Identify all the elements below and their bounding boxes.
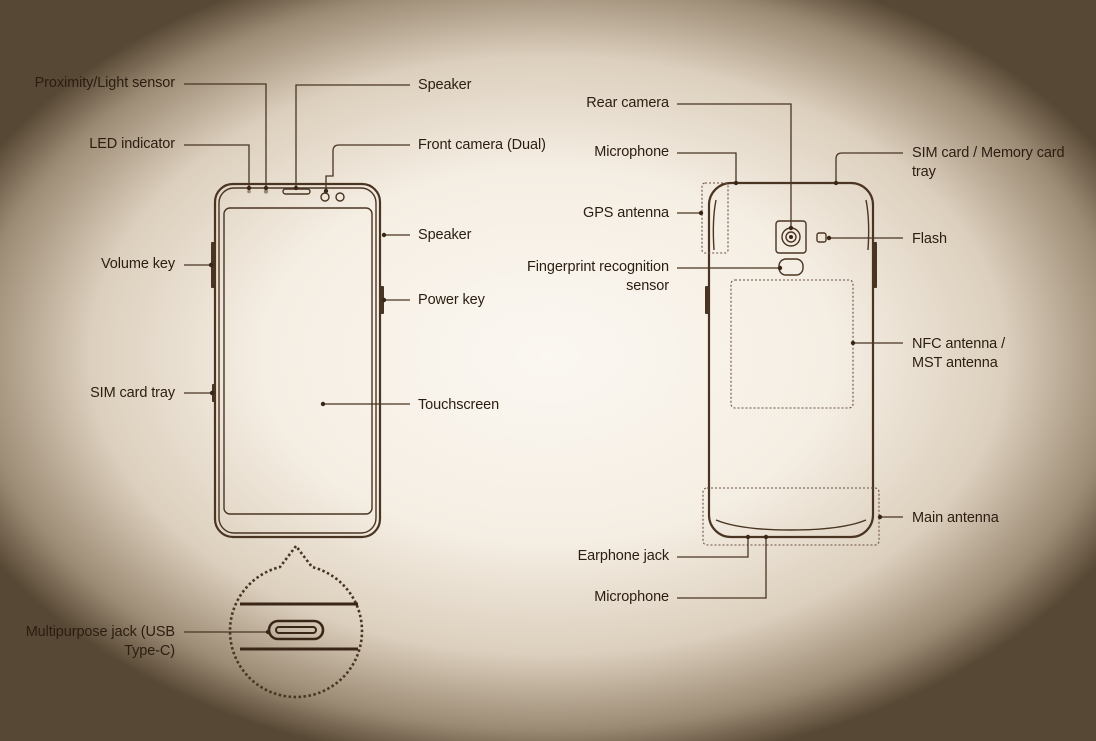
- label-nfc-mst-antenna: NFC antenna / MST antenna: [912, 335, 1005, 373]
- label-led-indicator: LED indicator: [89, 136, 175, 152]
- leader-rear-camera: [677, 103, 792, 228]
- label-microphone-bottom: Microphone: [594, 589, 669, 605]
- leader-dot: [246, 185, 252, 191]
- front-screen: [223, 207, 373, 515]
- back-power-key: [705, 286, 709, 314]
- label-gps-antenna: GPS antenna: [583, 205, 669, 221]
- label-nfc-line2: MST antenna: [912, 355, 998, 371]
- usb-zoom-bubble: [228, 543, 364, 699]
- leader-front-camera: [325, 144, 410, 191]
- front-left-leaders: [184, 83, 271, 635]
- leader-dot: [209, 390, 215, 396]
- leader-dot: [265, 629, 271, 635]
- label-speaker-side: Speaker: [418, 227, 472, 243]
- leader-dot: [733, 180, 739, 186]
- label-front-camera: Front camera (Dual): [418, 137, 546, 153]
- label-fingerprint-line1: Fingerprint recognition: [527, 259, 669, 275]
- leader-proximity: [184, 83, 267, 188]
- leader-dot: [850, 340, 856, 346]
- nfc-antenna-area: [730, 279, 854, 409]
- leader-dot: [263, 185, 269, 191]
- label-nfc-line1: NFC antenna /: [912, 336, 1005, 352]
- label-main-antenna: Main antenna: [912, 510, 999, 526]
- leader-dot: [833, 180, 839, 186]
- usb-c-port-inner: [275, 626, 317, 634]
- label-microphone-top: Microphone: [594, 144, 669, 160]
- back-edge-curve-left: [712, 199, 717, 251]
- leader-speaker-top: [295, 84, 410, 188]
- usb-c-port-outer: [267, 619, 325, 641]
- fingerprint-sensor: [778, 258, 804, 276]
- label-earphone-jack: Earphone jack: [577, 548, 670, 564]
- leader-dot: [788, 225, 794, 231]
- front-camera-lens-2: [335, 192, 345, 202]
- leader-sim-memory: [835, 152, 903, 183]
- led-indicator-icon: [247, 189, 251, 194]
- leader-dot: [381, 232, 387, 238]
- front-body-inner: [218, 187, 377, 534]
- leader-dot: [877, 514, 883, 520]
- rear-camera-icon: [789, 235, 793, 239]
- label-speaker-top: Speaker: [418, 77, 472, 93]
- back-bottom-curve: [715, 519, 867, 531]
- leader-dot: [320, 401, 326, 407]
- leader-microphone-bottom: [677, 537, 767, 599]
- back-volume-key: [873, 242, 877, 288]
- label-power-key: Power key: [418, 292, 485, 308]
- back-left-leaders: [677, 103, 794, 599]
- label-proximity-light-sensor: Proximity/Light sensor: [34, 75, 176, 91]
- label-touchscreen: Touchscreen: [418, 397, 500, 413]
- front-body-outline: [213, 182, 382, 539]
- main-antenna-area: [702, 487, 880, 546]
- label-sim-memory-line2: tray: [912, 164, 936, 180]
- label-volume-key: Volume key: [101, 256, 175, 272]
- gps-antenna-area: [701, 182, 729, 254]
- leader-earphone: [677, 537, 749, 558]
- label-multipurpose-jack-line1: Multipurpose jack (USB: [25, 624, 175, 640]
- leader-dot: [777, 265, 783, 271]
- leader-led: [184, 144, 250, 188]
- leader-dot: [698, 210, 704, 216]
- leader-dot: [745, 534, 751, 540]
- leader-dot: [208, 262, 214, 268]
- back-edge-curve-right: [865, 199, 870, 251]
- back-right-leaders: [826, 152, 903, 520]
- rear-camera-lens: [785, 231, 797, 243]
- leader-dot: [763, 534, 769, 540]
- leader-dot: [826, 235, 832, 241]
- leader-microphone-top: [677, 152, 737, 183]
- label-multipurpose-jack: Multipurpose jack (USB Type-C): [26, 623, 175, 661]
- leader-dot: [381, 297, 387, 303]
- label-fingerprint: Fingerprint recognition sensor: [527, 258, 669, 296]
- front-right-leaders: [293, 84, 410, 407]
- leader-dot: [323, 188, 329, 194]
- front-phone: [211, 182, 384, 539]
- zoom-bubble-outline: [228, 543, 364, 699]
- label-rear-camera: Rear camera: [586, 95, 669, 111]
- label-sim-memory-tray: SIM card / Memory card tray: [912, 144, 1065, 182]
- label-fingerprint-line2: sensor: [626, 278, 669, 294]
- flash-icon: [816, 232, 827, 243]
- label-multipurpose-jack-line2: Type-C): [124, 643, 175, 659]
- label-flash: Flash: [912, 231, 947, 247]
- label-sim-card-tray: SIM card tray: [90, 385, 175, 401]
- proximity-sensor-icon: [263, 189, 269, 194]
- front-camera-lens-1: [320, 192, 330, 202]
- label-sim-memory-line1: SIM card / Memory card: [912, 145, 1065, 161]
- back-phone: [701, 181, 880, 546]
- leader-dot: [293, 185, 299, 191]
